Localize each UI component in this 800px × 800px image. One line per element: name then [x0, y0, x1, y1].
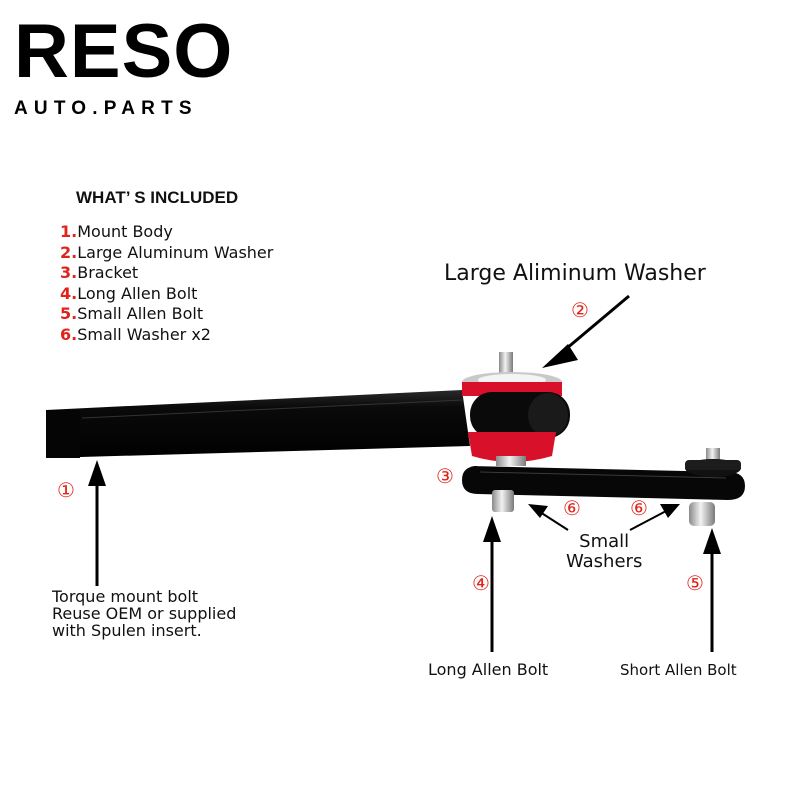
marker-5: ⑤: [686, 571, 704, 595]
list-item: 1.Mount Body: [60, 222, 273, 243]
marker-4: ④: [472, 571, 490, 595]
large-washer-label: Large Aliminum Washer: [444, 261, 706, 286]
arrow-head-icon: [88, 460, 106, 486]
item-number: 6.: [60, 324, 78, 344]
list-item: 5.Small Allen Bolt: [60, 304, 273, 325]
item-text: Small Allen Bolt: [77, 304, 204, 323]
mount-body: [46, 390, 470, 458]
arrow-head-icon: [542, 344, 578, 368]
small-washers-label: Small Washers: [566, 532, 642, 572]
item-text: Small Washer x2: [77, 324, 211, 344]
item-number: 4.: [60, 283, 78, 303]
marker-1: ①: [57, 478, 75, 502]
arrow-head-icon: [703, 528, 721, 554]
marker-2: ②: [571, 298, 589, 322]
long-allen-bolt: [492, 490, 514, 512]
item-text: Mount Body: [77, 222, 173, 241]
list-item: 3.Bracket: [60, 263, 273, 284]
item-number: 3.: [60, 263, 78, 282]
torque-line-3: with Spulen insert.: [52, 621, 202, 640]
short-allen-bolt: [689, 502, 715, 526]
arrow-head-icon: [660, 504, 680, 518]
bushing-stack: [462, 352, 570, 466]
callout-arrows: [88, 294, 721, 652]
torque-line-1: Torque mount bolt: [52, 587, 199, 606]
list-item: 4.Long Allen Bolt: [60, 284, 273, 305]
item-number: 5.: [60, 304, 78, 323]
torque-mount-note: Torque mount bolt Reuse OEM or supplied …: [52, 588, 236, 639]
red-insert-bottom: [468, 432, 556, 462]
included-title: WHAT’ S INCLUDED: [76, 188, 239, 207]
top-stud: [499, 352, 513, 376]
brand-logo: RESO: [14, 9, 234, 94]
brand-tagline: AUTO.PARTS: [14, 98, 198, 119]
list-item: 2.Large Aluminum Washer: [60, 243, 273, 264]
small-washers-line-1: Small: [579, 531, 630, 552]
list-item: 6.Small Washer x2: [60, 325, 273, 346]
arrow-head-icon: [528, 504, 548, 518]
marker-6a: ⑥: [563, 496, 581, 520]
item-text: Long Allen Bolt: [77, 283, 198, 303]
marker-3: ③: [436, 464, 454, 488]
included-list: 1.Mount Body 2.Large Aluminum Washer 3.B…: [60, 222, 273, 345]
long-bolt-label: Long Allen Bolt: [428, 660, 549, 679]
bracket: [462, 448, 745, 500]
item-number: 1.: [60, 222, 78, 241]
item-text: Large Aluminum Washer: [77, 242, 274, 262]
torque-line-2: Reuse OEM or supplied: [52, 604, 237, 623]
item-text: Bracket: [77, 263, 139, 282]
short-bolt-label: Short Allen Bolt: [620, 661, 737, 679]
item-number: 2.: [60, 242, 78, 262]
arrow-head-icon: [483, 516, 501, 542]
small-washers-line-2: Washers: [566, 551, 643, 572]
marker-6b: ⑥: [630, 496, 648, 520]
